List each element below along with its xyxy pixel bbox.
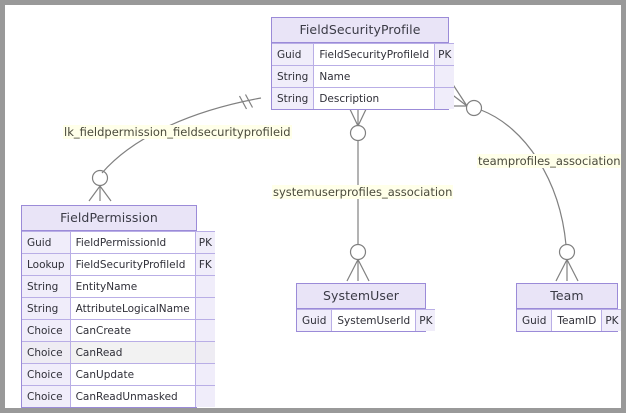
table-row[interactable]: Guid FieldPermissionId PK [22, 231, 215, 254]
connector-teamprofiles-association [449, 79, 579, 282]
attribute-name: CanCreate [69, 319, 196, 342]
attribute-type: Lookup [22, 253, 71, 276]
attribute-type: Guid [297, 309, 333, 331]
entity-attribute-table: Guid FieldSecurityProfileId PK String Na… [272, 43, 455, 109]
entity-attribute-table: Guid FieldPermissionId PK Lookup FieldSe… [22, 231, 215, 407]
attribute-type: String [22, 297, 71, 320]
entity-team[interactable]: Team Guid TeamID PK [516, 283, 621, 332]
attribute-name: EntityName [69, 275, 196, 298]
attribute-type: String [22, 275, 71, 298]
attribute-key: FK [194, 253, 215, 276]
attribute-name: FieldSecurityProfileId [313, 43, 436, 66]
table-row[interactable]: Lookup FieldSecurityProfileId FK [22, 253, 215, 276]
relationship-label-teamprofiles-association[interactable]: teamprofiles_association [477, 154, 621, 168]
table-row[interactable]: Guid FieldSecurityProfileId PK [272, 43, 455, 66]
attribute-key: PK [194, 231, 215, 254]
attribute-type: Guid [22, 231, 71, 254]
table-row[interactable]: Choice CanCreate [22, 319, 215, 342]
connector-lk-fieldpermission-fieldsecurityprofileid [88, 94, 262, 202]
attribute-type: String [272, 65, 315, 88]
attribute-key [194, 319, 215, 342]
entity-title: FieldSecurityProfile [272, 18, 448, 43]
attribute-key [194, 275, 215, 298]
entity-field-security-profile[interactable]: FieldSecurityProfile Guid FieldSecurityP… [271, 17, 455, 110]
table-row[interactable]: Guid TeamID PK [517, 309, 621, 331]
table-row[interactable]: String Description [272, 87, 455, 109]
entity-title: Team [517, 284, 617, 309]
attribute-key: PK [434, 43, 455, 66]
table-row[interactable]: Choice CanRead [22, 341, 215, 364]
attribute-key [434, 65, 455, 88]
attribute-name: FieldSecurityProfileId [69, 253, 196, 276]
attribute-type: String [272, 87, 315, 109]
attribute-type: Guid [272, 43, 315, 66]
attribute-name: CanReadUnmasked [69, 385, 196, 407]
attribute-name: Description [313, 87, 436, 109]
attribute-key [434, 87, 455, 109]
attribute-key: PK [601, 309, 621, 331]
table-row[interactable]: String AttributeLogicalName [22, 297, 215, 320]
entity-system-user[interactable]: SystemUser Guid SystemUserId PK [296, 283, 436, 332]
table-row[interactable]: String Name [272, 65, 455, 88]
attribute-name: TeamID [551, 309, 603, 331]
attribute-type: Choice [22, 385, 71, 407]
attribute-type: Guid [517, 309, 553, 331]
attribute-key [194, 341, 215, 364]
attribute-key [194, 363, 215, 386]
attribute-type: Choice [22, 319, 71, 342]
attribute-key [194, 385, 215, 407]
relationship-label-lk-fieldpermission-fieldsecurityprofileid[interactable]: lk_fieldpermission_fieldsecurityprofilei… [63, 125, 292, 139]
attribute-type: Choice [22, 341, 71, 364]
entity-title: FieldPermission [22, 206, 196, 231]
entity-attribute-table: Guid SystemUserId PK [297, 309, 436, 331]
entity-attribute-table: Guid TeamID PK [517, 309, 621, 331]
attribute-name: SystemUserId [331, 309, 417, 331]
table-row[interactable]: String EntityName [22, 275, 215, 298]
table-row[interactable]: Choice CanUpdate [22, 363, 215, 386]
attribute-name: Name [313, 65, 436, 88]
attribute-name: FieldPermissionId [69, 231, 196, 254]
attribute-name: AttributeLogicalName [69, 297, 196, 320]
entity-field-permission[interactable]: FieldPermission Guid FieldPermissionId P… [21, 205, 215, 408]
attribute-name: CanRead [69, 341, 196, 364]
entity-title: SystemUser [297, 284, 425, 309]
attribute-key: PK [415, 309, 436, 331]
table-row[interactable]: Guid SystemUserId PK [297, 309, 436, 331]
relationship-label-systemuserprofiles-association[interactable]: systemuserprofiles_association [272, 185, 454, 199]
attribute-type: Choice [22, 363, 71, 386]
table-row[interactable]: Choice CanReadUnmasked [22, 385, 215, 407]
attribute-name: CanUpdate [69, 363, 196, 386]
attribute-key [194, 297, 215, 320]
